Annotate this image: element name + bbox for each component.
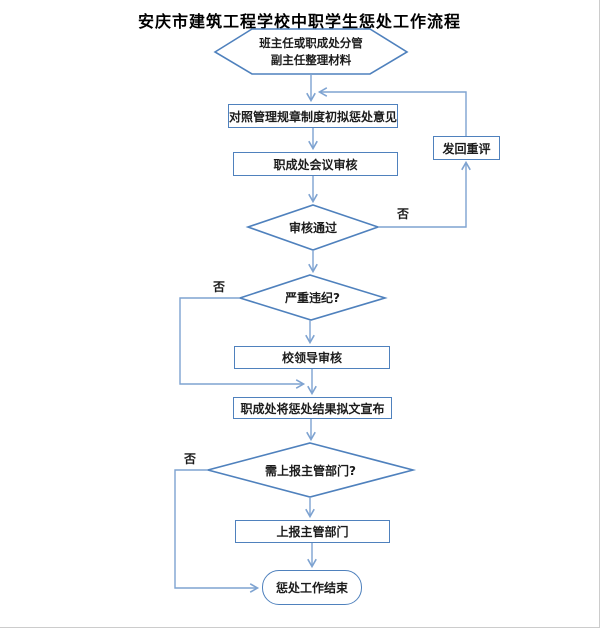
connector-review-no-to-sendback [378, 160, 471, 228]
flow-node-draft: 对照管理规章制度初拟惩处意见 [228, 104, 398, 128]
serious-diamond-shape [237, 274, 388, 321]
review-pass-label: 审核通过 [288, 221, 337, 235]
end-label: 惩处工作结束 [275, 581, 348, 595]
connector-serious-no-to-announce [179, 297, 306, 389]
start-hexagon-shape [213, 28, 409, 75]
flow-node-report: 上报主管部门 [235, 520, 390, 543]
flow-node-serious: 严重违纪? [240, 274, 385, 320]
leader-review-label: 校领导审核 [281, 351, 342, 365]
flow-node-report-needed: 需上报主管部门? [208, 443, 413, 497]
serious-label: 严重违纪? [285, 290, 340, 305]
report-label: 上报主管部门 [276, 525, 349, 539]
connector-report-no-to-end [174, 469, 260, 593]
flow-node-announce: 职成处将惩处结果拟文宣布 [233, 397, 392, 419]
flow-node-meeting: 职成处会议审核 [233, 152, 398, 176]
connector-sendback-to-draft [317, 87, 467, 136]
flow-node-leader-review: 校领导审核 [234, 346, 390, 369]
start-label-line2: 副主任整理材料 [270, 53, 352, 67]
meeting-label: 职成处会议审核 [273, 157, 358, 172]
start-label-line1: 班主任或职成处分管 [259, 36, 363, 50]
flow-node-end: 惩处工作结束 [262, 570, 362, 605]
draft-label: 对照管理规章制度初拟惩处意见 [229, 109, 398, 124]
edge-label-serious-no: 否 [213, 280, 226, 294]
edge-label-report-no: 否 [184, 452, 197, 466]
page-title: 安庆市建筑工程学校中职学生惩处工作流程 [137, 12, 461, 31]
report-needed-label: 需上报主管部门? [265, 463, 356, 478]
flow-node-review-pass: 审核通过 [248, 205, 378, 250]
flow-node-send-back: 发回重评 [433, 136, 500, 160]
send-back-label: 发回重评 [442, 141, 491, 156]
announce-label: 职成处将惩处结果拟文宣布 [240, 401, 385, 416]
flow-node-start: 班主任或职成处分管 副主任整理材料 [235, 31, 387, 73]
edge-label-review-no: 否 [397, 207, 410, 221]
